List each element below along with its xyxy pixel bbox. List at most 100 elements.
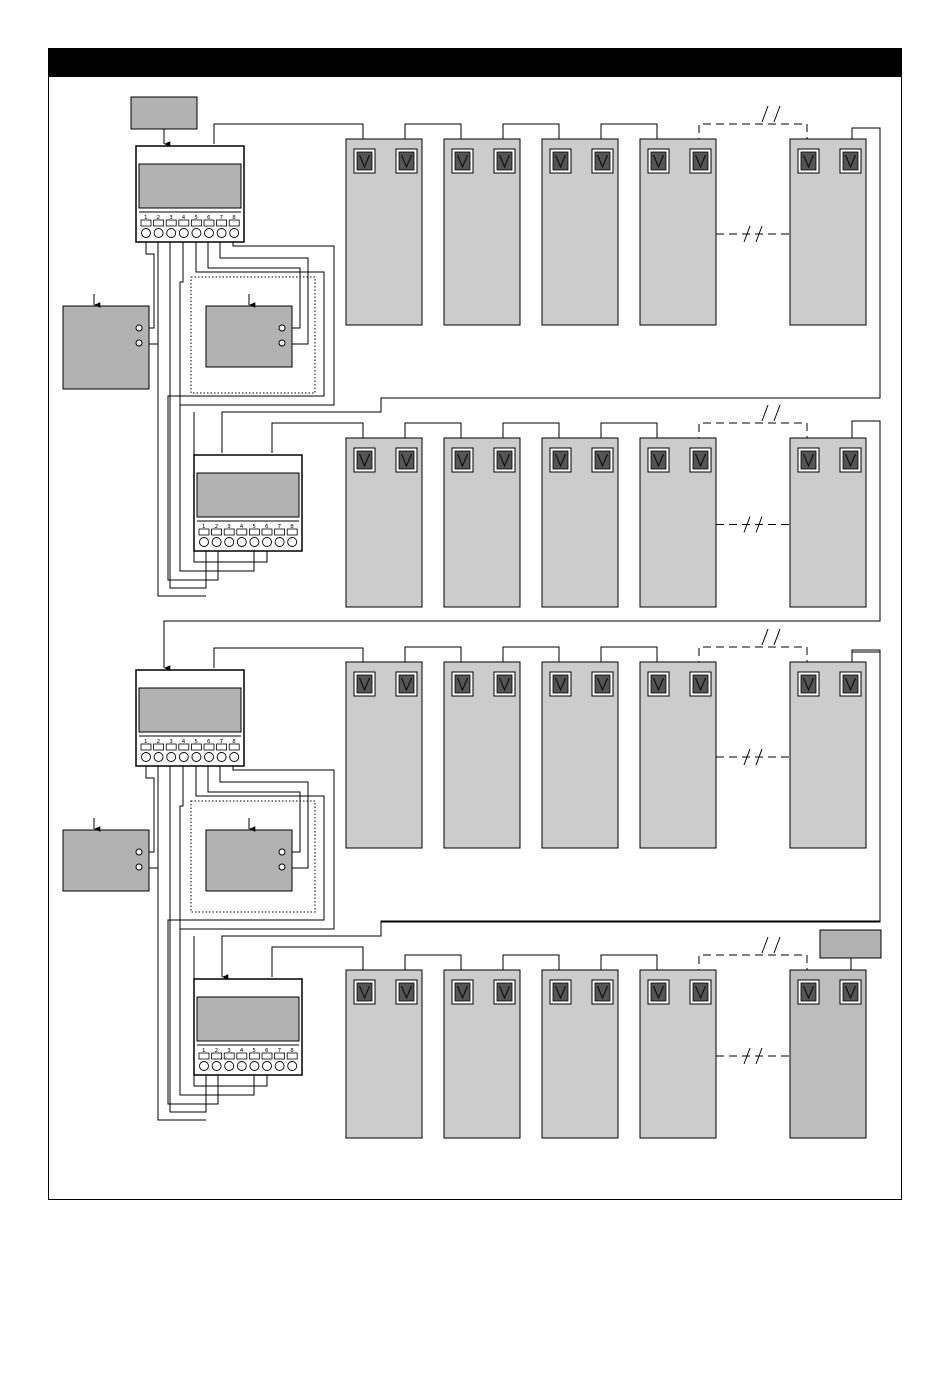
terminal-screw — [192, 753, 201, 762]
v-port-icon — [452, 448, 473, 472]
source-box-top — [131, 97, 197, 129]
v-port-icon — [396, 672, 417, 696]
terminal-screw — [263, 1062, 272, 1071]
terminal-slot — [287, 1053, 297, 1059]
v-port-icon — [354, 448, 375, 472]
terminal-screw — [192, 229, 201, 238]
v-port-icon — [396, 448, 417, 472]
terminal-slot — [166, 744, 176, 750]
terminal-slot — [262, 1053, 272, 1059]
terminal-slot — [191, 744, 201, 750]
terminal-screw — [263, 538, 272, 547]
terminal-slot — [204, 220, 214, 226]
module-box — [206, 830, 292, 891]
terminal-slot — [141, 744, 151, 750]
v-port-icon — [648, 149, 669, 173]
terminal-screw — [167, 229, 176, 238]
v-port-icon — [354, 672, 375, 696]
terminal-slot — [179, 744, 189, 750]
end-box-bottom — [820, 930, 881, 958]
terminal-screw — [205, 753, 214, 762]
double-slash-break-icon — [762, 629, 780, 645]
break-slash — [762, 106, 768, 122]
v-port-icon — [648, 448, 669, 472]
v-port-icon — [494, 980, 515, 1004]
terminal-slot — [224, 1053, 234, 1059]
panel-row — [346, 438, 866, 607]
terminal-slot — [237, 1053, 247, 1059]
panel-row — [346, 662, 866, 848]
v-port-icon — [494, 149, 515, 173]
module-inner — [206, 294, 292, 367]
module-left — [63, 294, 149, 389]
terminal-screw — [230, 229, 239, 238]
terminal-slot — [204, 744, 214, 750]
v-port-icon — [690, 448, 711, 472]
v-port-icon — [354, 980, 375, 1004]
break-slash — [774, 937, 780, 953]
module-terminal — [279, 325, 285, 331]
terminal-screw — [275, 1062, 284, 1071]
v-port-icon — [354, 149, 375, 173]
terminal-slot — [249, 1053, 259, 1059]
terminal-slot — [166, 220, 176, 226]
v-port-icon — [592, 149, 613, 173]
terminal-slot — [224, 529, 234, 535]
v-port-icon — [840, 672, 861, 696]
v-port-icon — [550, 149, 571, 173]
terminal-slot — [237, 529, 247, 535]
v-port-icon — [690, 149, 711, 173]
terminal-slot — [217, 744, 227, 750]
terminal-slot — [217, 220, 227, 226]
terminal-slot — [141, 220, 151, 226]
terminal-screw — [154, 229, 163, 238]
v-port-icon — [648, 980, 669, 1004]
terminal-screw — [212, 1062, 221, 1071]
module-left — [63, 818, 149, 891]
controller-display — [197, 997, 299, 1041]
v-port-icon — [550, 448, 571, 472]
terminal-slot — [191, 220, 201, 226]
v-port-icon — [690, 672, 711, 696]
terminal-slot — [179, 220, 189, 226]
header-bar — [48, 48, 902, 77]
double-slash-break-icon — [762, 405, 780, 421]
terminal-screw — [230, 753, 239, 762]
terminal-slot — [212, 1053, 222, 1059]
v-port-icon — [452, 672, 473, 696]
terminal-screw — [250, 538, 259, 547]
module-terminal — [279, 864, 285, 870]
module-terminal — [279, 849, 285, 855]
terminal-screw — [167, 753, 176, 762]
controller-display — [139, 164, 241, 208]
break-slash — [774, 629, 780, 645]
terminal-screw — [179, 753, 188, 762]
v-port-icon — [798, 448, 819, 472]
terminal-slot — [229, 744, 239, 750]
controller-display — [139, 688, 241, 732]
loop-wire — [180, 232, 183, 405]
v-port-icon — [494, 672, 515, 696]
terminal-screw — [154, 753, 163, 762]
v-port-icon — [840, 149, 861, 173]
terminal-slot — [199, 1053, 209, 1059]
v-port-icon — [592, 980, 613, 1004]
double-slash-break-icon — [744, 517, 762, 533]
terminal-slot — [262, 529, 272, 535]
v-port-icon — [798, 149, 819, 173]
terminal-slot — [287, 529, 297, 535]
module-box — [206, 306, 292, 367]
module-inner — [206, 818, 292, 891]
v-port-icon — [690, 980, 711, 1004]
panel-row — [346, 139, 866, 325]
panel-rows — [346, 139, 866, 1138]
v-port-icon — [396, 980, 417, 1004]
module-terminal — [136, 340, 142, 346]
terminal-screw — [200, 1062, 209, 1071]
double-slash-break-icon — [744, 749, 762, 765]
v-port-icon — [494, 448, 515, 472]
terminal-screw — [275, 538, 284, 547]
terminal-screw — [212, 538, 221, 547]
